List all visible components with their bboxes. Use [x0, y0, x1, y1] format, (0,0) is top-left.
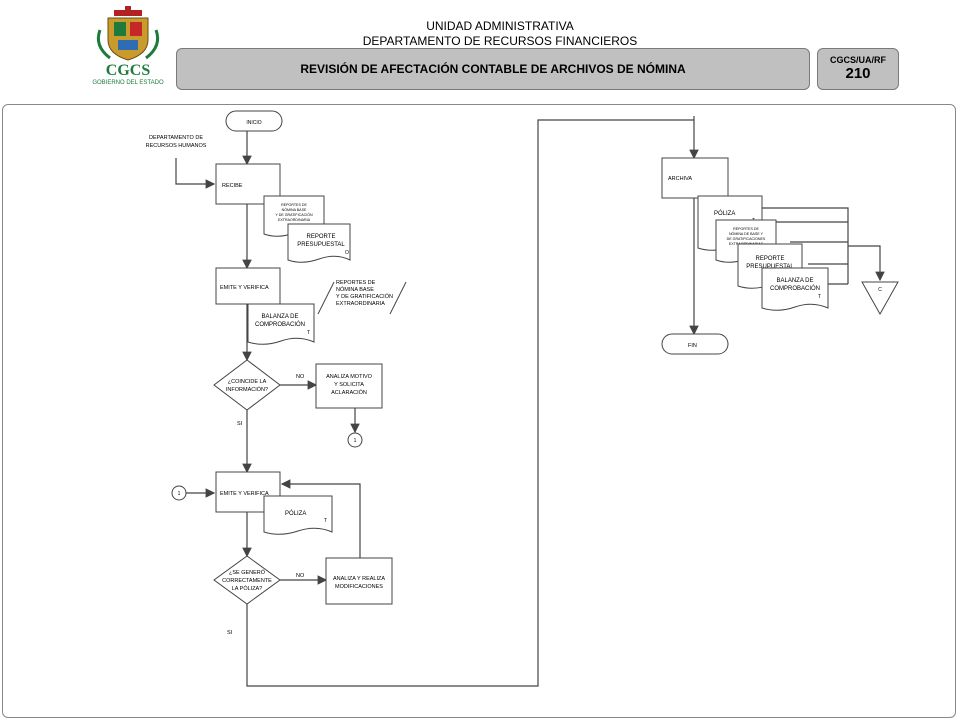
analyze-reason-line-1: ANALIZA MOTIVO	[326, 374, 373, 380]
decision-1-line-2: INFORMACIÓN?	[226, 386, 268, 393]
archive-triangle-icon	[861, 281, 899, 316]
trial-balance-mark: T	[307, 330, 310, 336]
payroll-reports-note	[317, 281, 407, 315]
decision-2-line-2: CORRECTAMENTE	[222, 578, 272, 584]
policy-document-1	[263, 495, 333, 535]
decision-1-no: NO	[296, 374, 305, 380]
logo-text: CGCS	[105, 62, 151, 79]
payroll-reports-2-line-2: NÓMINA DE BASE Y	[729, 231, 764, 236]
page-title: REVISIÓN DE AFECTACIÓN CONTABLE DE ARCHI…	[176, 48, 810, 90]
payroll-reports-line-4: EXTRAORDINARIA	[278, 218, 311, 222]
decision-2-line-3: LA PÓLIZA?	[232, 585, 263, 592]
actor-line-1: DEPARTAMENTO DE	[149, 135, 203, 141]
budget-report-2-line-2: PRESUPUESTAL	[746, 264, 794, 270]
analyze-reason-line-2: Y SOLICITA	[334, 382, 364, 388]
decision-2-line-1: ¿SE GENERÓ	[229, 569, 266, 576]
trial-balance-2-line-1: BALANZA DE	[776, 278, 813, 284]
payroll-reports-line-1: REPORTES DE	[281, 203, 307, 207]
note-line-4: EXTRAORDINARIA	[336, 301, 385, 307]
trial-balance-line-1: BALANZA DE	[261, 314, 298, 320]
analyze-modify-line-2: MODIFICACIONES	[335, 584, 383, 590]
decision-1-si: SI	[237, 421, 243, 427]
budget-report-document	[287, 223, 351, 263]
decision-2-no: NO	[296, 573, 305, 579]
budget-report-mark: O	[345, 250, 349, 256]
trial-balance-document	[247, 303, 315, 345]
decision-2-si: SI	[227, 630, 233, 636]
analyze-reason-box	[315, 363, 383, 409]
diagram-frame	[2, 104, 956, 718]
coat-of-arms-icon	[96, 6, 160, 61]
policy-document-1-mark: T	[324, 518, 327, 524]
decision-info-matches	[213, 359, 281, 411]
note-line-1: REPORTES DE	[336, 280, 376, 286]
trial-balance-2-mark: T	[818, 294, 821, 300]
policy-document-2-label: PÓLIZA	[714, 210, 735, 217]
procedure-code-box: CGCS/UA/RF 210	[817, 48, 899, 90]
trial-balance-document-2	[761, 267, 829, 311]
trial-balance-line-2: COMPROBACIÓN	[255, 321, 305, 328]
payroll-reports-line-2: NÓMINA BASE	[282, 207, 307, 212]
start-terminator	[225, 110, 283, 132]
start-label: INICIO	[246, 120, 261, 126]
issue-verify-label-2: EMITE Y VERIFICA	[220, 491, 269, 497]
archive-process-box	[661, 157, 729, 199]
archive-label: ARCHIVA	[668, 176, 692, 182]
issue-verify-label-1: EMITE Y VERIFICA	[220, 285, 269, 291]
procedure-number: 210	[845, 65, 871, 82]
connector-1-in	[171, 485, 187, 501]
budget-report-2-line-1: REPORTE	[756, 256, 785, 262]
note-line-2: NÓMINA BASE	[336, 286, 374, 293]
end-terminator	[661, 333, 729, 355]
decision-policy-correct	[213, 555, 281, 605]
trial-balance-2-line-2: COMPROBACIÓN	[770, 285, 820, 292]
actor-line-2: RECURSOS HUMANOS	[146, 143, 207, 149]
logo-subtext: GOBIERNO DEL ESTADO	[92, 80, 164, 86]
department-label: DEPARTAMENTO DE RECURSOS FINANCIEROS	[362, 34, 638, 48]
analyze-modify-line-1: ANALIZA Y REALIZA	[333, 576, 385, 582]
state-logo: CGCS GOBIERNO DEL ESTADO	[92, 6, 164, 88]
connector-1-in-label: 1	[178, 491, 181, 497]
connector-1-out-label: 1	[354, 438, 357, 444]
payroll-reports-2-line-3: DE GRATIFICACIONES	[727, 237, 766, 241]
payroll-reports-2-line-1: REPORTES DE	[733, 227, 759, 231]
decision-1-line-1: ¿COINCIDE LA	[228, 379, 267, 385]
end-label: FIN	[688, 343, 697, 349]
policy-document-1-label: PÓLIZA	[285, 510, 306, 517]
archive-letter: C	[878, 287, 882, 293]
note-line-3: Y DE GRATIFICACIÓN	[336, 293, 393, 300]
budget-report-line-2: PRESUPUESTAL	[297, 242, 345, 248]
receive-label: RECIBE	[222, 183, 243, 189]
budget-report-line-1: REPORTE	[307, 234, 336, 240]
admin-unit-label: UNIDAD ADMINISTRATIVA	[426, 19, 574, 33]
connector-1-out	[347, 432, 363, 448]
payroll-reports-line-3: Y DE GRATIFICACIÓN	[275, 212, 313, 217]
analyze-modify-box	[325, 557, 393, 605]
analyze-reason-line-3: ACLARACIÓN	[331, 389, 367, 396]
procedure-code: CGCS/UA/RF	[830, 55, 886, 65]
